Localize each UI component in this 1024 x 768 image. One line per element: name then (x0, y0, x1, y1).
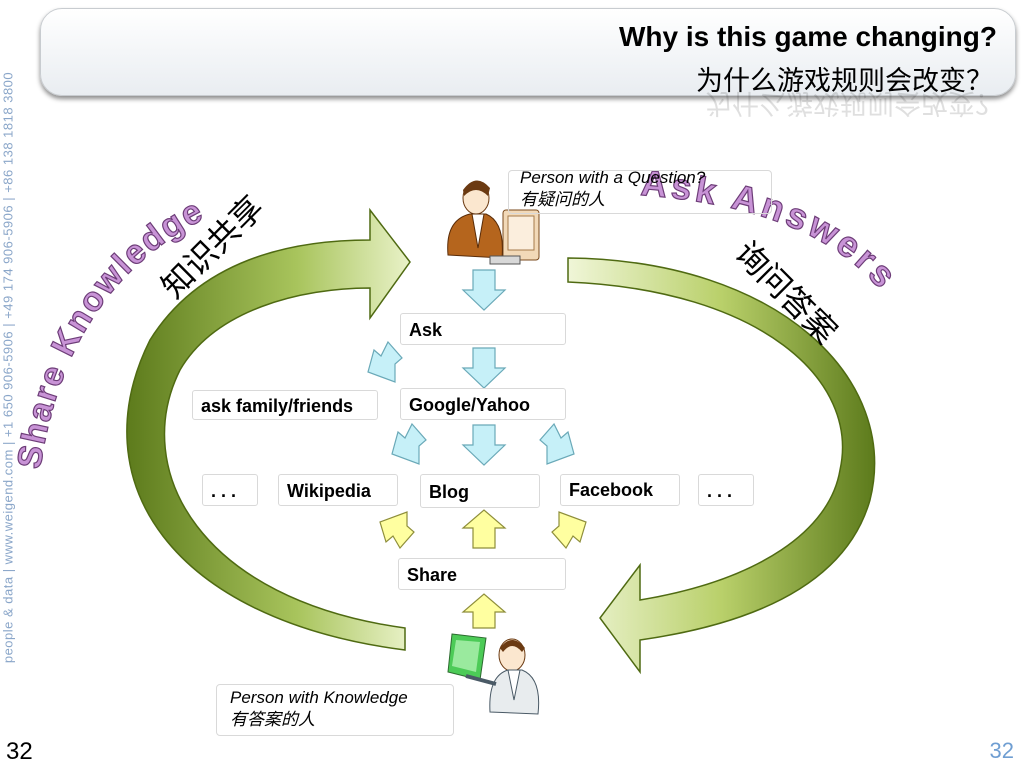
share-knowledge-arrow (126, 207, 411, 651)
slide-title-chinese: 为什么游戏规则会改变？ (696, 66, 993, 97)
knower-label: Person with Knowledge 有答案的人 (230, 687, 408, 731)
ellipsis-right-box: . . . (698, 474, 754, 506)
family-friends-box: ask family/friends (192, 390, 378, 420)
knower-label-zh: 有答案的人 (230, 710, 315, 730)
share-box: Share (398, 558, 566, 590)
ask-answers-arrow (567, 257, 876, 675)
up-arrow-to-blog (461, 509, 507, 549)
down-arrows (367, 269, 575, 466)
knower-label-box (216, 684, 454, 736)
person-with-question-icon (447, 180, 540, 265)
ask-box: Ask (400, 313, 566, 345)
blog-box: Blog (420, 474, 540, 508)
knower-label-en: Person with Knowledge (230, 688, 408, 707)
down-arrow-ask-to-google (461, 347, 507, 389)
ellipsis-left-box: . . . (202, 474, 258, 506)
up-arrow-to-facebook (551, 511, 587, 550)
down-arrow-to-blog (461, 424, 507, 466)
down-arrow-to-family (367, 340, 403, 383)
asker-label: Person with a Question? 有疑问的人 (520, 167, 705, 211)
title-banner: Why is this game changing? 为什么游戏规则会改变？ (40, 8, 1016, 97)
down-arrow-to-wikipedia (391, 422, 427, 465)
google-yahoo-box: Google/Yahoo (400, 388, 566, 420)
page-number-right: 32 (989, 738, 1014, 763)
person-with-knowledge-icon (447, 633, 540, 715)
asker-label-zh: 有疑问的人 (520, 190, 605, 210)
up-arrow-knower-to-share (461, 593, 507, 629)
asker-label-en: Person with a Question? (520, 168, 706, 187)
asker-label-box (508, 170, 772, 214)
slide-title: Why is this game changing? (618, 21, 997, 52)
wikipedia-box: Wikipedia (278, 474, 398, 506)
page-number-left: 32 (6, 738, 33, 765)
down-arrow-asker-to-ask (461, 269, 507, 311)
up-arrows (379, 509, 587, 629)
facebook-box: Facebook (560, 474, 680, 506)
up-arrow-to-wikipedia (379, 511, 415, 550)
down-arrow-to-facebook (539, 422, 575, 465)
